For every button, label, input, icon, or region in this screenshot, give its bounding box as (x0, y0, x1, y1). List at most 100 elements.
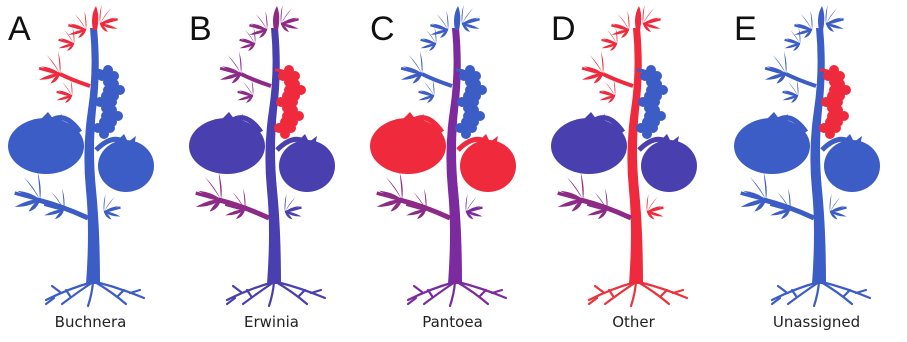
top-side-leaf (602, 27, 618, 51)
leaflet (446, 11, 448, 30)
main-stem (446, 28, 462, 284)
top-left-leaf (611, 11, 629, 38)
leaflet (420, 51, 422, 74)
leaflet (614, 79, 616, 96)
tomato-plant-illustration (0, 0, 181, 310)
tomato-plant-illustration (181, 0, 362, 310)
upper-branch (603, 74, 633, 86)
flower-center (828, 98, 836, 106)
flower-center (470, 112, 478, 120)
leaflet (73, 27, 75, 44)
top-bud (273, 6, 279, 30)
top-side-leaf (421, 27, 437, 51)
leaflet (285, 194, 287, 212)
upper-left-leaf (401, 51, 422, 83)
leaflet (433, 79, 435, 96)
flower-center (283, 98, 291, 106)
top-left-leaf (249, 11, 267, 38)
leaflet (58, 51, 60, 74)
flower-center (826, 124, 834, 132)
upper-left-leaf (39, 51, 60, 83)
panel-caption: Pantoea (362, 313, 543, 331)
flower-cluster (455, 65, 487, 139)
leaflet (400, 172, 403, 200)
root-line (233, 286, 241, 292)
top-right-leaf (100, 5, 118, 32)
top-bud (454, 6, 460, 30)
leaflet (435, 27, 437, 44)
root-line (605, 282, 636, 304)
leaflet (254, 27, 256, 44)
lower-left-leaf (558, 172, 584, 211)
flower-center (834, 112, 842, 120)
tomato-plant-illustration (543, 0, 724, 310)
leaflet (239, 51, 241, 74)
root-line (778, 286, 786, 292)
right-tomato (460, 140, 516, 192)
upper-branch (60, 74, 90, 86)
right-tomato (279, 140, 335, 192)
right-tomato (824, 140, 880, 192)
leaflet (265, 11, 267, 30)
roots (227, 282, 325, 306)
root-line (480, 290, 486, 296)
leaflet (219, 172, 222, 200)
top-side-leaf (785, 27, 801, 51)
mid-left-leaf (238, 79, 254, 103)
top-bud (92, 6, 98, 30)
upper-left-leaf (220, 51, 241, 83)
right-tomato (98, 140, 154, 192)
lower-right-leaf (466, 194, 483, 220)
panel-caption: Buchnera (0, 313, 181, 331)
flower-center (110, 86, 118, 94)
panel-caption: Unassigned (726, 313, 907, 331)
flower-cluster (274, 65, 306, 139)
leaflet (830, 194, 832, 212)
flower-center (836, 86, 844, 94)
flower-center (108, 112, 116, 120)
flower-center (464, 98, 472, 106)
top-bud (818, 6, 824, 30)
flower-center (100, 124, 108, 132)
leaflet (797, 79, 799, 96)
lower-left-leaf (15, 172, 41, 211)
lower-left-leaf (377, 172, 403, 211)
main-stem (627, 28, 643, 284)
lower-right-leaf (285, 194, 302, 220)
leaflet (581, 172, 584, 200)
flower-center (472, 86, 480, 94)
flower-center (643, 124, 651, 132)
root-line (844, 290, 850, 296)
main-stem (265, 28, 281, 284)
root-line (424, 282, 455, 304)
flower-center (291, 86, 299, 94)
leaflet (616, 27, 618, 44)
main-stem (810, 28, 826, 284)
root-line (673, 290, 683, 293)
roots (589, 282, 687, 306)
lower-right-leaf (647, 194, 664, 220)
leaflet (71, 79, 73, 96)
panel-pantoea: C Pantoea (362, 0, 543, 342)
upper-branch (422, 74, 452, 86)
panel-unassigned: E Unassigned (726, 0, 907, 342)
roots (46, 282, 144, 306)
leaflet (462, 5, 464, 24)
leaflet (826, 5, 828, 24)
flower-center (462, 124, 470, 132)
tomato-plant-illustration (362, 0, 543, 310)
leaflet (764, 172, 767, 200)
flower-center (653, 86, 661, 94)
mid-left-leaf (57, 79, 73, 103)
panel-buchnera: A Buchnera (0, 0, 181, 342)
leaflet (104, 194, 106, 212)
leaflet (647, 194, 649, 212)
leaflet (643, 5, 645, 24)
flower-cluster (93, 65, 125, 139)
leaflet (810, 11, 812, 30)
flower-center (102, 98, 110, 106)
top-right-leaf (643, 5, 661, 32)
top-left-leaf (430, 11, 448, 38)
root-line (492, 290, 502, 293)
root-line (856, 290, 866, 293)
